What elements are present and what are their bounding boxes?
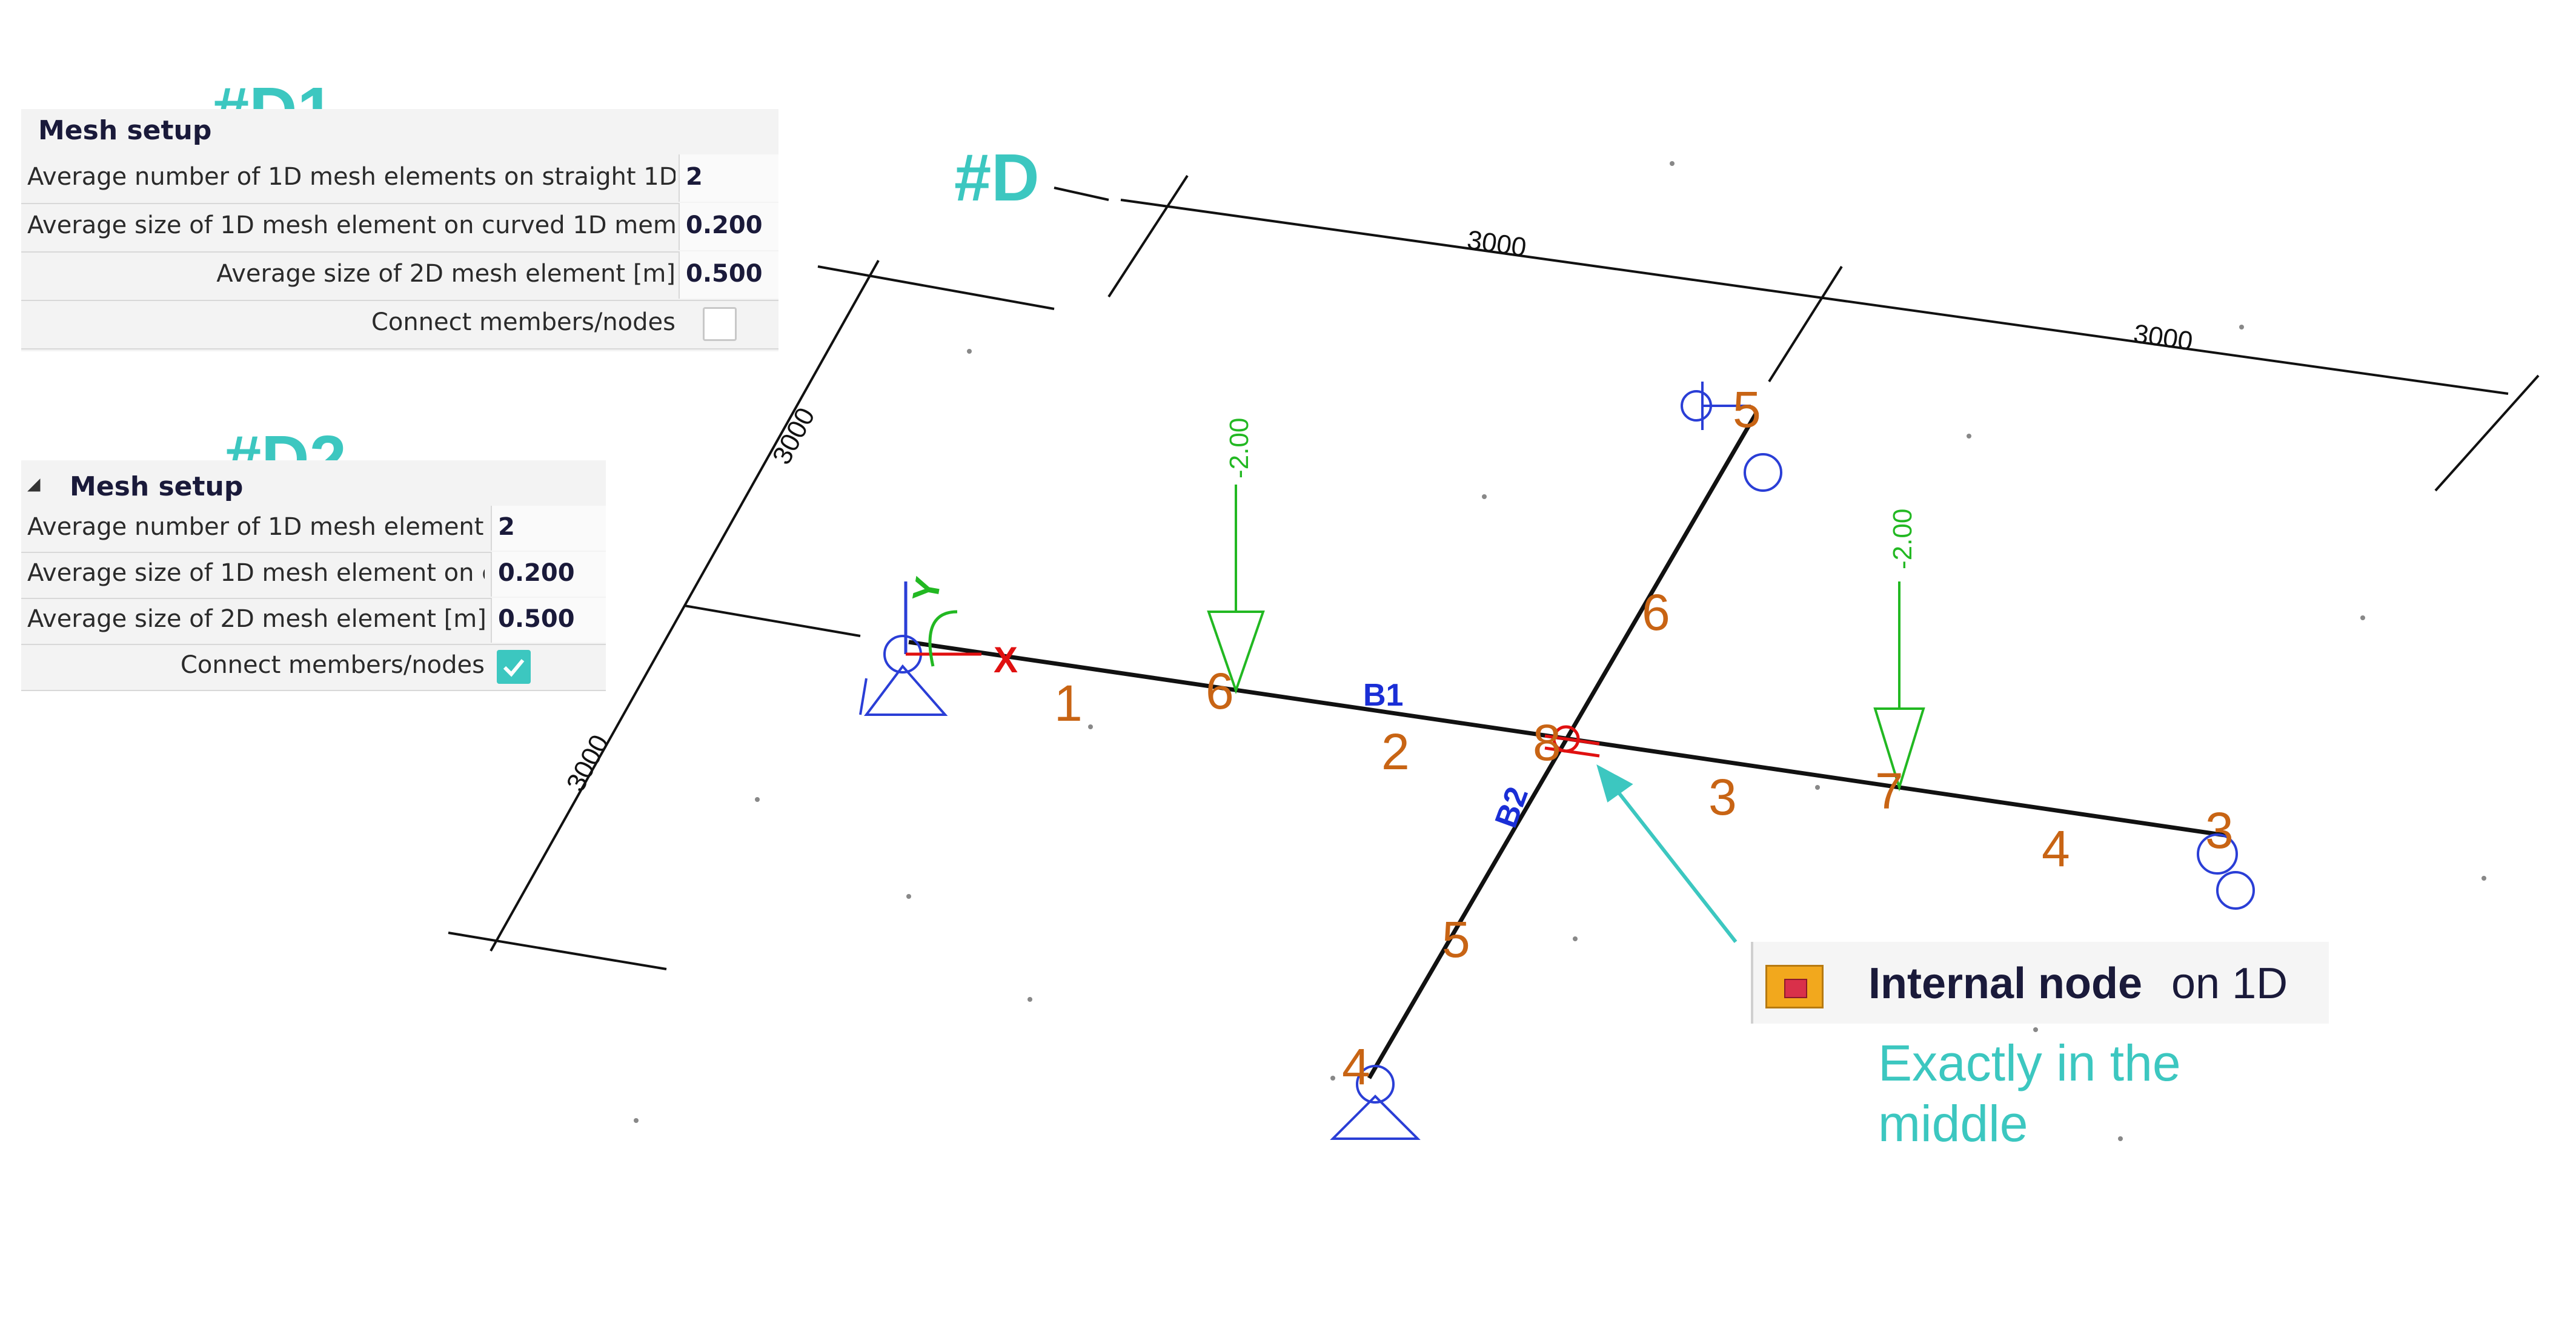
mesh-setup-panel-d2: ◢ Mesh setup Average number of 1D mesh e… (21, 460, 606, 691)
annotation-arrow (1596, 764, 1738, 943)
node-number: 6 (1642, 584, 1670, 641)
panel-title: Mesh setup (70, 471, 244, 502)
2d-mesh-size-field[interactable]: 0.500 (679, 251, 778, 299)
setting-row: Average number of 1D mesh elements on st… (21, 154, 778, 204)
tooltip-title-rest: on 1D (2171, 959, 2288, 1008)
node-number: 4 (2042, 820, 2070, 877)
setting-row: Connect members/nodes (21, 644, 606, 691)
collapse-arrow-icon[interactable]: ◢ (27, 474, 41, 494)
panel-title: Mesh setup (38, 115, 212, 146)
setting-row: Average number of 1D mesh element: 2 (21, 506, 606, 553)
node-number: 3 (2205, 802, 2234, 859)
connect-members-checkbox[interactable] (497, 650, 531, 684)
load-value: -2.00 (1888, 509, 1917, 569)
axis-label-y: Y (905, 574, 949, 605)
setting-row: Average size of 1D mesh element on c 0.2… (21, 552, 606, 599)
setting-label: Average size of 2D mesh element [m] (27, 605, 485, 633)
setting-label: Connect members/nodes (180, 651, 485, 679)
member-label-b1: B1 (1363, 678, 1403, 713)
checkmark-icon (503, 659, 525, 677)
dimension-label: 3000 (1466, 225, 1529, 262)
curved-mesh-size-field[interactable]: 0.200 (491, 552, 606, 597)
dimension-lines (448, 174, 2540, 970)
node-number: 2 (1381, 723, 1410, 780)
mesh-count-field[interactable]: 2 (491, 506, 606, 551)
mesh-count-field[interactable]: 2 (679, 154, 778, 202)
load-arrows (1207, 485, 1925, 792)
tooltip-title-bold: Internal node (1868, 959, 2143, 1008)
setting-label: Average number of 1D mesh elements on st… (27, 163, 676, 191)
annotation-note: Exactly in the middle (1878, 1035, 2181, 1152)
internal-node-marker (1544, 725, 1600, 758)
node-number: 6 (1206, 663, 1234, 720)
curved-mesh-size-field[interactable]: 0.200 (679, 203, 778, 250)
grid-dots (422, 161, 2486, 1141)
connect-members-checkbox[interactable] (703, 307, 737, 341)
node-number: 8 (1533, 714, 1561, 771)
2d-mesh-size-field[interactable]: 0.500 (491, 598, 606, 643)
setting-row: Average size of 1D mesh element on curve… (21, 203, 778, 253)
setting-label: Average size of 2D mesh element [m] (216, 260, 676, 288)
setting-row: Average size of 2D mesh element [m] 0.50… (21, 251, 778, 301)
internal-node-icon (1765, 965, 1824, 1008)
dimension-label: 3000 (767, 403, 821, 469)
node-number: 5 (1733, 381, 1761, 438)
node-number: 3 (1708, 769, 1737, 826)
setting-row: Connect members/nodes (21, 300, 778, 349)
node-number: 5 (1442, 911, 1470, 968)
member-label-b2: B2 (1489, 783, 1535, 832)
dimension-label: 3000 (561, 730, 615, 796)
local-axes (904, 581, 981, 667)
setting-row: Average size of 2D mesh element [m] 0.50… (21, 598, 606, 645)
dimension-label: 3000 (2132, 319, 2195, 356)
label-d: #D (954, 141, 1040, 215)
node-number: 4 (1342, 1038, 1370, 1095)
supports (859, 382, 2255, 1140)
setting-label: Connect members/nodes (371, 308, 676, 336)
setting-label: Average number of 1D mesh element: (27, 513, 485, 541)
axis-label-x: X (994, 640, 1018, 680)
mesh-setup-panel-d1: Mesh setup Average number of 1D mesh ele… (21, 109, 778, 351)
load-value: -2.00 (1224, 418, 1254, 478)
setting-label: Average size of 1D mesh element on c (27, 559, 485, 587)
node-number: 7 (1875, 763, 1904, 820)
internal-node-tooltip: Internal node on 1D (1751, 942, 2329, 1024)
node-number: 1 (1054, 675, 1083, 732)
setting-label: Average size of 1D mesh element on curve… (27, 211, 676, 239)
